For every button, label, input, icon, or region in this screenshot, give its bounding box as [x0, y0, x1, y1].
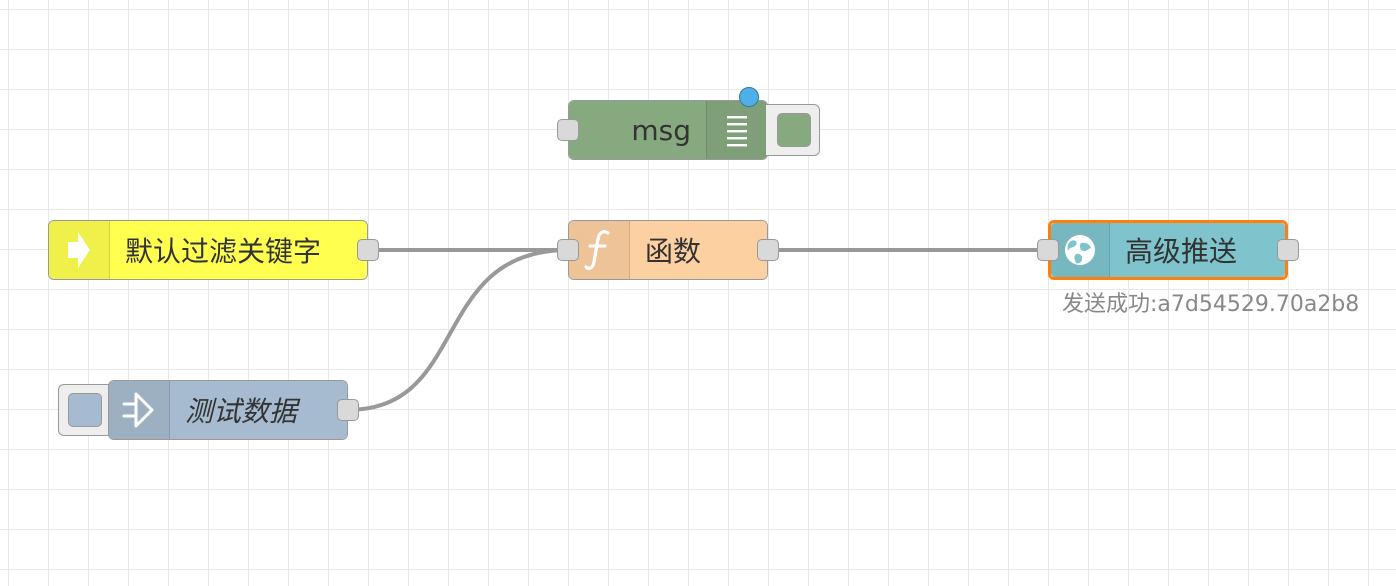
list-lines-icon: [727, 116, 747, 147]
inject-default-label: 默认过滤关键字: [125, 235, 322, 268]
http-push-node[interactable]: 高级推送: [1037, 220, 1299, 280]
inject-test-icon-area: [109, 381, 170, 439]
debug-icon-area: [706, 101, 767, 159]
http-push-label: 高级推送: [1125, 235, 1238, 268]
http-push-input-port[interactable]: [1037, 239, 1059, 261]
debug-changed-indicator: [739, 87, 759, 107]
inject-test-output-port[interactable]: [337, 399, 359, 421]
inject-default-node[interactable]: 默认过滤关键字: [48, 220, 379, 280]
inject-test-trigger-indicator: [68, 393, 102, 427]
inject-default-output-port[interactable]: [357, 239, 379, 261]
inject-test-label: 测试数据: [185, 395, 298, 428]
inject-default-icon-area: [49, 221, 110, 279]
inject-test-trigger-button[interactable]: [58, 384, 112, 436]
globe-icon: [1065, 235, 1095, 265]
http-push-icon-area: [1051, 223, 1110, 277]
inject-default-node-body: [49, 221, 367, 279]
function-label: 函数: [645, 235, 702, 268]
inject-test-node[interactable]: 测试数据: [108, 380, 359, 440]
debug-input-port[interactable]: [557, 119, 579, 141]
link-in-arrow-icon: [122, 392, 154, 428]
arrow-right-icon: [68, 232, 90, 268]
function-input-port[interactable]: [557, 239, 579, 261]
wire-test-to-function[interactable]: [347, 248, 569, 412]
inject-test-node-body: [109, 381, 347, 439]
debug-node-label: msg: [631, 113, 691, 147]
debug-toggle-indicator: [777, 113, 811, 147]
function-f-icon: [584, 230, 610, 270]
http-push-output-port[interactable]: [1277, 239, 1299, 261]
function-node[interactable]: 函数: [557, 220, 779, 280]
debug-node[interactable]: msg: [557, 87, 768, 160]
http-push-status-text: 发送成功:a7d54529.70a2b8: [1062, 292, 1360, 317]
debug-toggle-button[interactable]: [766, 104, 820, 156]
function-icon-area: [569, 221, 630, 279]
function-output-port[interactable]: [757, 239, 779, 261]
